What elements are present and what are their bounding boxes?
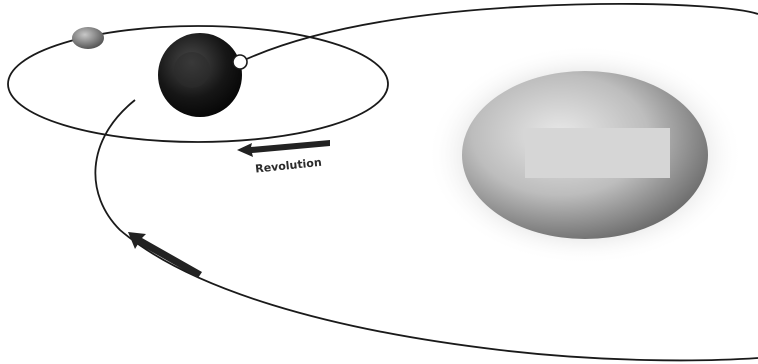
star-label-box: [525, 128, 670, 178]
orbit-direction-arrow: [128, 232, 202, 278]
planet-surface-detail: [174, 52, 210, 88]
revolution-label: Revolution: [255, 156, 323, 176]
moon: [72, 27, 104, 49]
orbit-marker: [233, 55, 247, 69]
revolution-arrow: [237, 140, 330, 157]
